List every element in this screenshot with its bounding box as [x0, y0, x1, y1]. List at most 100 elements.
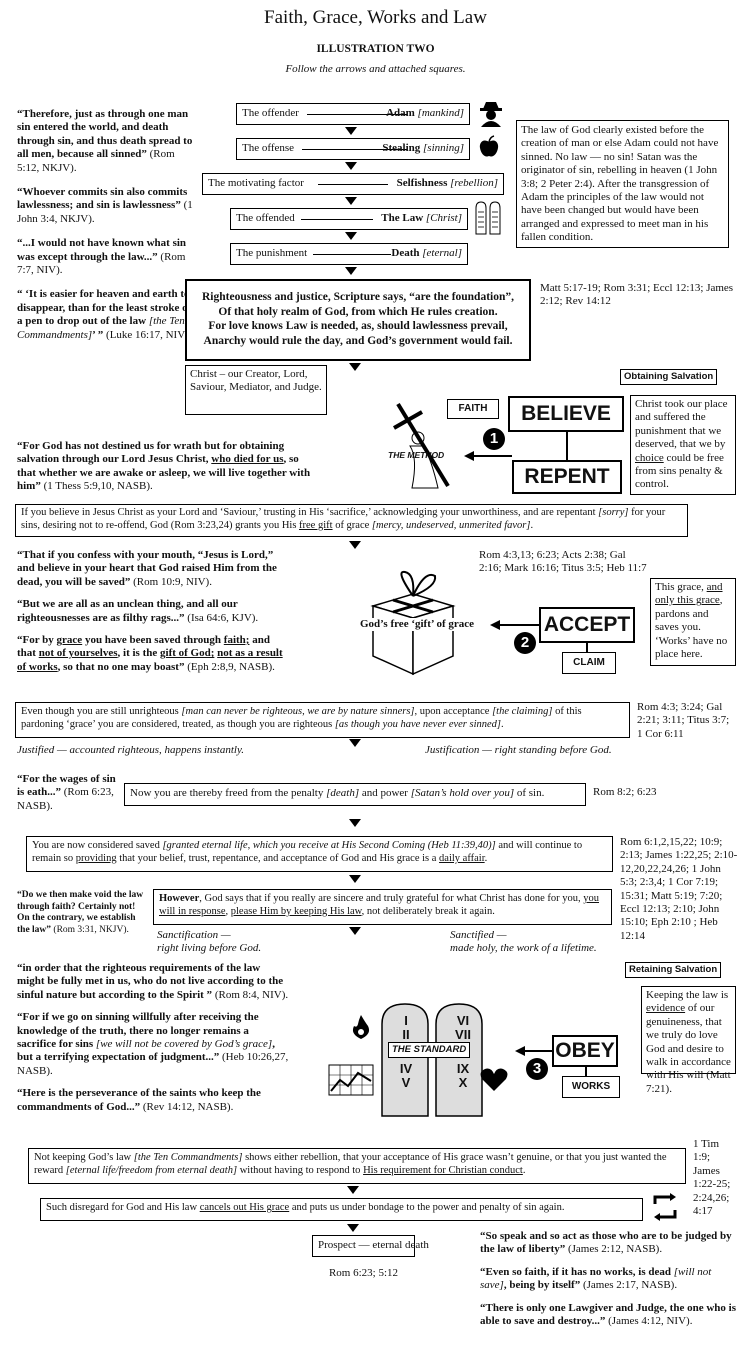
- keeping-law-note: Keeping the law is evidence of our genui…: [641, 986, 736, 1095]
- chain-motivating-factor: The motivating factor Selfishness [rebel…: [202, 173, 504, 195]
- works-label: WORKS: [562, 1076, 620, 1098]
- law-existed-note: The law of God clearly existed before th…: [516, 120, 729, 248]
- foundation-poem: Righteousness and justice, Scripture say…: [185, 279, 531, 361]
- arrow-down: [347, 1224, 359, 1232]
- step-three-badge: 3: [526, 1058, 548, 1080]
- believe-box: BELIEVE: [508, 396, 624, 432]
- christ-took-our-place-note: Christ took our place and suffered the p…: [630, 395, 736, 495]
- quote-luke-16-17: “ ‘It is easier for heaven and earth to …: [17, 288, 192, 341]
- quote-james-2-12: “So speak and so act as those who are to…: [480, 1230, 732, 1256]
- arrow-down: [345, 127, 357, 135]
- quote-james-2-17: “Even so faith, if it has no works, is d…: [480, 1265, 712, 1292]
- page-title: Faith, Grace, Works and Law: [264, 7, 487, 28]
- tablets-icon: [475, 201, 501, 235]
- quote-rom-10-9: “That if you confess with your mouth, “J…: [17, 549, 277, 588]
- chart-grid-icon: [328, 1064, 374, 1096]
- quote-isa-64-6: “But we are all as an unclean thing, and…: [17, 598, 259, 624]
- obtaining-salvation-tag: Obtaining Salvation: [620, 369, 718, 385]
- connector-line: [566, 432, 568, 460]
- arrow-left: [515, 1046, 525, 1056]
- step-one-badge: 1: [483, 428, 505, 450]
- prospect-ref: Rom 6:23; 5:12: [328, 1267, 399, 1279]
- justified-statement: Even though you are still unrighteous [m…: [15, 702, 630, 738]
- quote-heb-10-26: “For if we go on sinning willfully after…: [17, 1011, 289, 1077]
- arrow-left: [490, 620, 500, 630]
- repent-box: REPENT: [512, 460, 622, 494]
- method-label: THE METHOD: [388, 450, 445, 460]
- flame-icon: [352, 1015, 370, 1039]
- quote-1-john-3-4: “Whoever commits sin also commits lawles…: [17, 186, 193, 225]
- gift-refs: Rom 4:3,13; 6:23; Acts 2:38; Gal 2:16; M…: [479, 549, 647, 575]
- left-quotes-low: “in order that the righteous requirement…: [17, 962, 290, 1114]
- only-grace-note: This grace, and only this grace, pardons…: [650, 578, 736, 666]
- quote-rom-8-4: “in order that the righteous requirement…: [17, 962, 289, 1001]
- quote-1-thess-5-9: “For God has not destined us for wrath b…: [17, 440, 311, 493]
- quote-rom-3-31: “Do we then make void the law through fa…: [17, 890, 144, 935]
- quote-eph-2-8: “For by grace you have been saved throug…: [17, 634, 283, 673]
- chain-offender: The offender Adam [mankind]: [236, 103, 470, 125]
- arrow-down: [345, 162, 357, 170]
- not-keeping-refs: 1 Tim 1:9; James 1:22-25; 2:24,26; 4:17: [693, 1138, 731, 1218]
- saved-refs: Rom 6:1,2,15,22; 10:9; 2:13; James 1:22,…: [620, 836, 738, 942]
- standard-label: THE STANDARD: [388, 1042, 471, 1058]
- step-two-badge: 2: [514, 632, 536, 654]
- christ-box: Christ – our Creator, Lord, Saviour, Med…: [185, 365, 327, 415]
- arrow-line: [500, 624, 539, 626]
- arrow-down: [347, 1186, 359, 1194]
- freed-statement: Now you are thereby freed from the penal…: [124, 783, 586, 806]
- left-quotes-mid: “That if you confess with your mouth, “J…: [17, 549, 289, 674]
- page-subtitle: ILLUSTRATION TWO: [316, 43, 435, 55]
- connector-line: [585, 1067, 587, 1076]
- quote-james-4-12: “There is only one Lawgiver and Judge, t…: [480, 1301, 736, 1328]
- arrow-down: [349, 541, 361, 549]
- believe-statement: If you believe in Jesus Christ as your L…: [15, 504, 688, 537]
- arrow-left: [464, 451, 474, 461]
- gift-label: God’s free ‘gift’ of grace: [358, 618, 477, 632]
- not-keeping-law-statement: Not keeping God’s law [the Ten Commandme…: [28, 1148, 686, 1184]
- arrow-down: [349, 875, 361, 883]
- however-statement: However, God says that if you really are…: [153, 889, 612, 925]
- cross-bearer-icon: [393, 402, 450, 489]
- arrow-down: [345, 267, 357, 275]
- chain-offense: The offense Stealing [sinning]: [236, 138, 470, 160]
- quote-rev-14-12: “Here is the perseverance of the saints …: [17, 1087, 261, 1113]
- arrow-down: [345, 232, 357, 240]
- prospect-box: Prospect — eternal death: [312, 1235, 429, 1257]
- thief-icon: [480, 102, 502, 127]
- sanctified-caption: Sanctified —made holy, the work of a lif…: [450, 929, 597, 955]
- faith-label: FAITH: [447, 399, 499, 419]
- sanctification-caption: Sanctification —right living before God.: [157, 929, 262, 955]
- heart-icon: [480, 1068, 508, 1091]
- arrow-down: [349, 819, 361, 827]
- arrow-line: [474, 455, 512, 457]
- chain-offended: The offended The Law [Christ]: [230, 208, 468, 230]
- disregard-statement: Such disregard for God and His law cance…: [40, 1198, 643, 1221]
- freed-refs: Rom 8:2; 6:23: [593, 786, 657, 798]
- arrow-down: [349, 739, 361, 747]
- justification-caption: Justification — right standing before Go…: [425, 744, 612, 756]
- left-quotes-top: “Therefore, just as through one man sin …: [17, 108, 197, 342]
- justified-caption: Justified — accounted righteous, happens…: [17, 744, 245, 756]
- arrow-down: [349, 363, 361, 371]
- saved-statement: You are now considered saved [granted et…: [26, 836, 613, 872]
- ten-commandments-tablets-icon: [381, 1003, 483, 1117]
- obey-box: OBEY: [552, 1035, 618, 1067]
- instruction-text: Follow the arrows and attached squares.: [285, 63, 466, 75]
- cycle-arrows-icon: [653, 1193, 677, 1221]
- connector-line: [586, 643, 588, 652]
- claim-label: CLAIM: [562, 652, 616, 674]
- arrow-down: [345, 197, 357, 205]
- arrow-down: [349, 927, 361, 935]
- apple-icon: [479, 135, 499, 157]
- justified-refs: Rom 4:3; 3:24; Gal 2:21; 3:11; Titus 3:7…: [637, 701, 730, 740]
- arrow-line: [525, 1050, 552, 1052]
- quote-rom-7-7: “...I would not have known what sin was …: [17, 237, 187, 277]
- quote-rom-6-23: “For the wages of sin is eath...” (Rom 6…: [17, 773, 116, 812]
- right-quotes-bottom: “So speak and so act as those who are to…: [480, 1230, 740, 1328]
- quote-rom-5-12: “Therefore, just as through one man sin …: [17, 108, 193, 174]
- chain-punishment: The punishment Death [eternal]: [230, 243, 468, 265]
- retaining-salvation-tag: Retaining Salvation: [625, 962, 722, 978]
- foundation-refs: Matt 5:17-19; Rom 3:31; Eccl 12:13; Jame…: [540, 282, 734, 308]
